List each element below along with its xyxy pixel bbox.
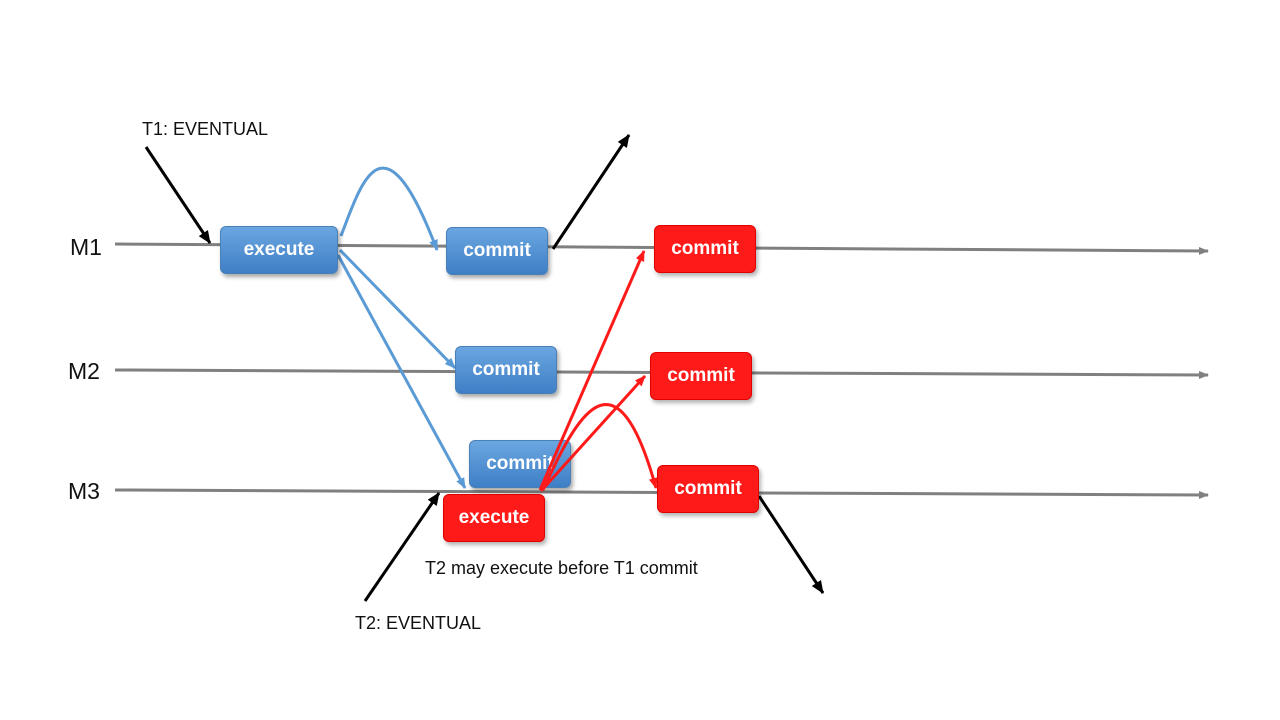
t1-arrow-to-m3-commit	[336, 254, 467, 489]
t1-client-request-arrow	[144, 146, 212, 244]
t1-execute-box: execute	[220, 226, 338, 274]
t2-commit-m3-box: commit	[657, 465, 759, 513]
t1-label: T1: EVENTUAL	[142, 119, 269, 139]
t2-label: T2: EVENTUAL	[355, 613, 482, 633]
t2-arrow-to-m1-commit	[538, 250, 646, 491]
t2-arrow-to-m3-commit	[541, 403, 658, 491]
machine-label-m2: M2	[68, 358, 100, 384]
ordering-note: T2 may execute before T1 commit	[425, 558, 698, 578]
t2-arrow-to-m2-commit	[539, 374, 647, 493]
t1-arrow-to-m1-commit	[339, 166, 439, 251]
t2-commit-m2-box: commit	[650, 352, 752, 400]
t2-client-response-arrow	[757, 495, 825, 594]
machine-label-m3: M3	[68, 478, 100, 504]
t1-client-response-arrow	[551, 134, 631, 250]
t1-commit-m2-box: commit	[455, 346, 557, 394]
t1-arrow-to-m2-commit	[338, 248, 457, 370]
t2-client-request-arrow	[363, 492, 441, 602]
machine-label-m1: M1	[70, 234, 102, 260]
t1-commit-m1-box: commit	[446, 227, 548, 275]
t2-execute-box: execute	[443, 494, 545, 542]
t2-commit-m1-box: commit	[654, 225, 756, 273]
